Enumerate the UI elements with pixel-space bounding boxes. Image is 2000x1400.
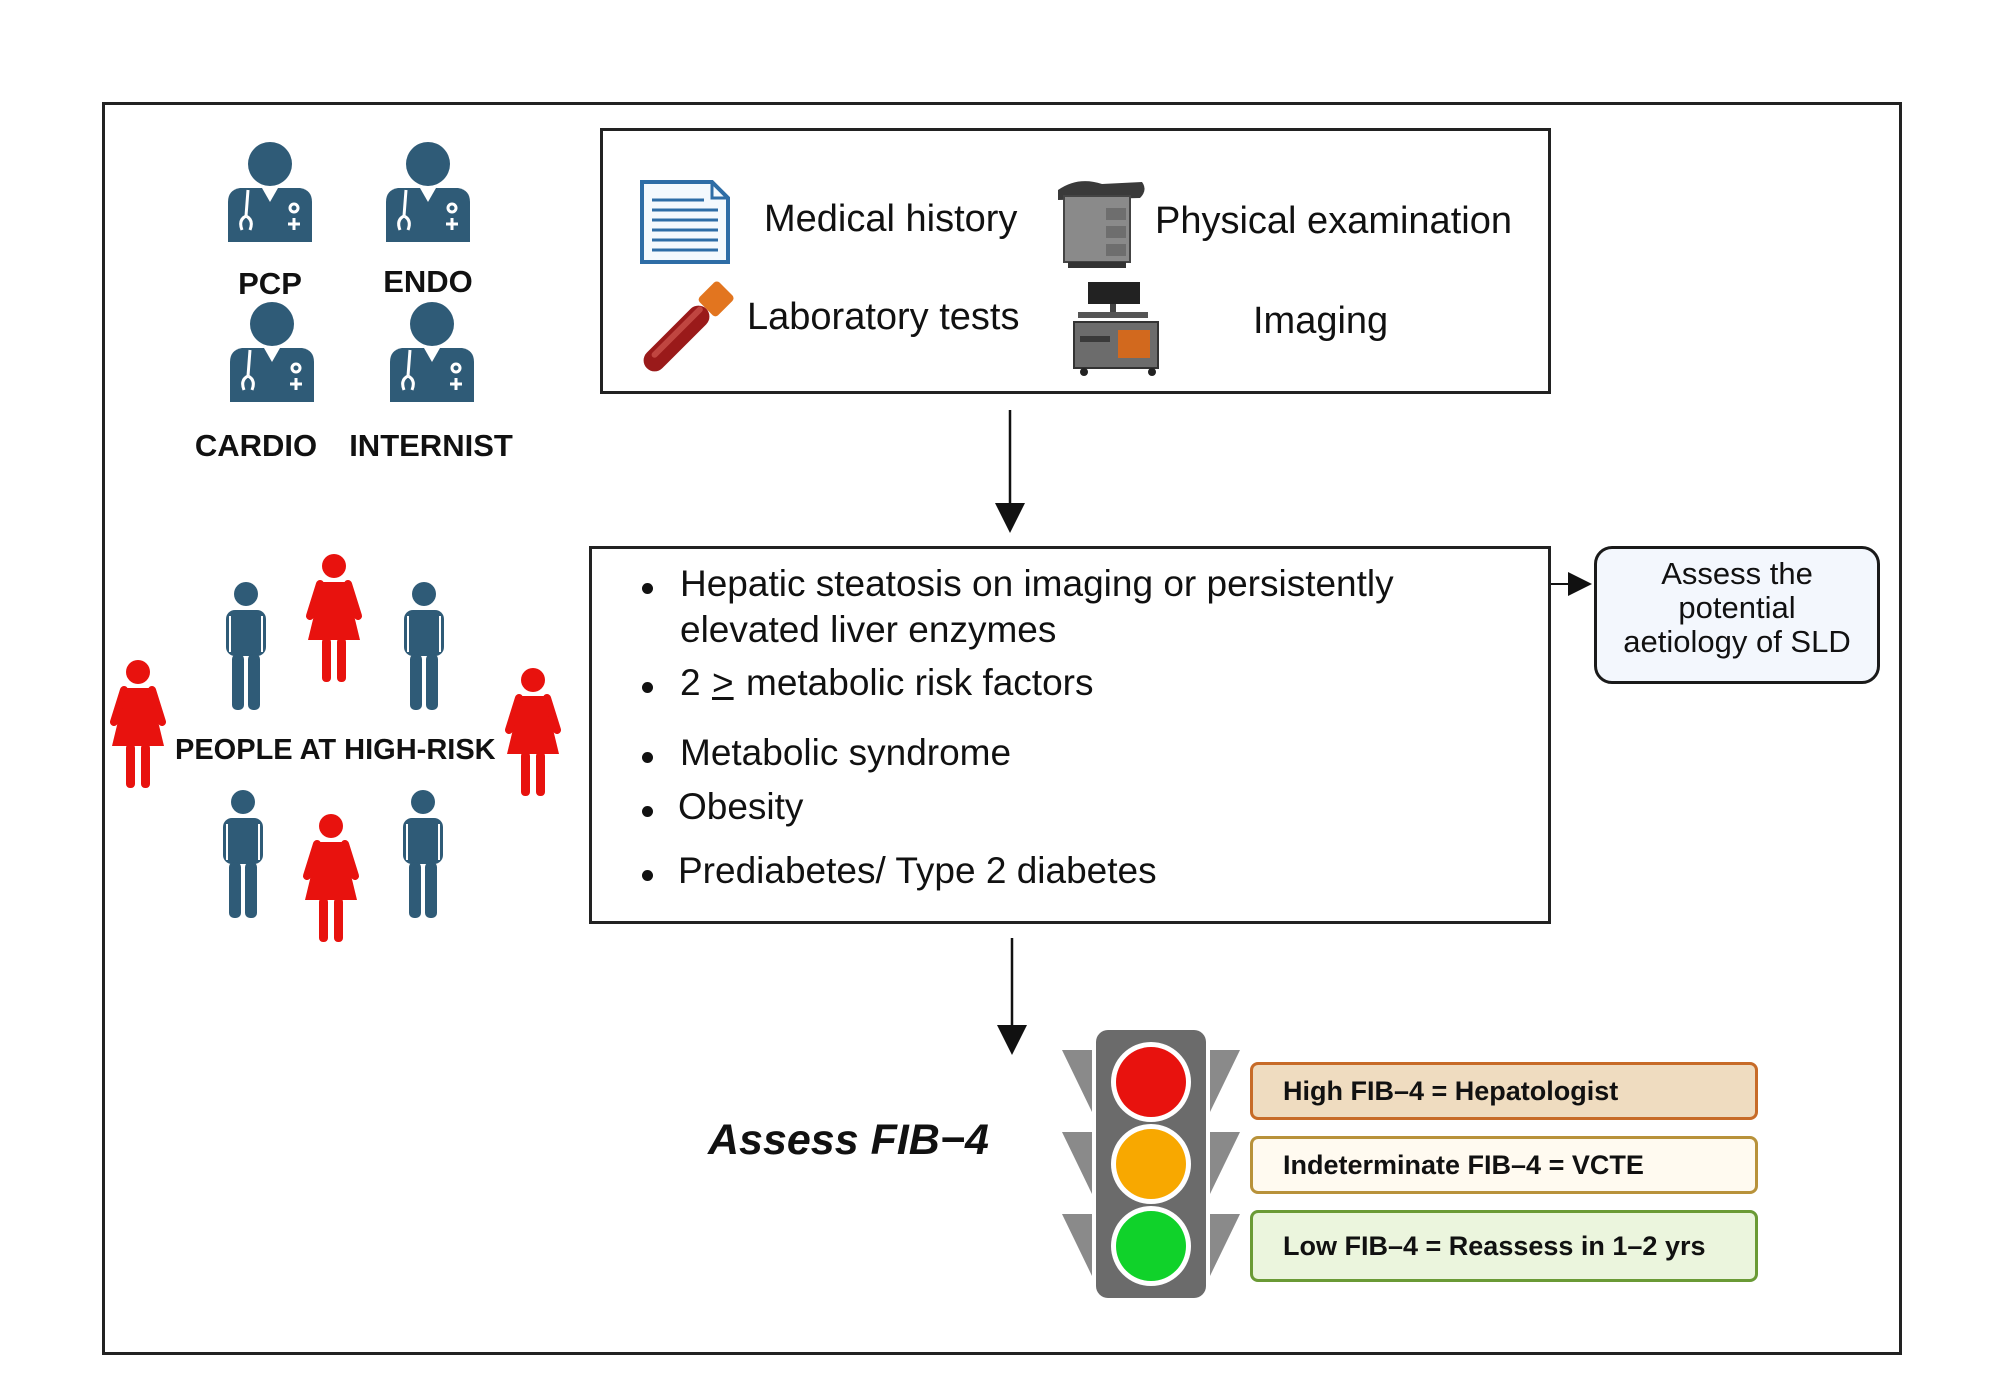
workup-medical-history: Medical history bbox=[764, 198, 1018, 240]
diagram-frame bbox=[102, 102, 1902, 1355]
aetiology-box: Assess the potential aetiology of SLD bbox=[1594, 546, 1880, 684]
blood-tube-icon bbox=[643, 281, 734, 372]
bullet-dot bbox=[642, 870, 653, 881]
fib4-indeterminate-label: Indeterminate FIB–4 = VCTE bbox=[1283, 1149, 1644, 1180]
green-light bbox=[1116, 1211, 1186, 1281]
imaging-machine-icon bbox=[1073, 282, 1159, 376]
fib4-indeterminate-box: Indeterminate FIB–4 = VCTE bbox=[1250, 1136, 1758, 1194]
bullet-dot bbox=[642, 682, 653, 693]
criteria-metabolic-syndrome: Metabolic syndrome bbox=[680, 732, 1012, 773]
workup-laboratory-tests: Laboratory tests bbox=[747, 296, 1020, 338]
criteria-box bbox=[589, 546, 1551, 924]
population-label: PEOPLE AT HIGH-RISK bbox=[175, 734, 496, 766]
document-icon bbox=[640, 180, 730, 264]
fib4-high-box: High FIB–4 = Hepatologist bbox=[1250, 1062, 1758, 1120]
clinician-label: PCP bbox=[238, 266, 302, 301]
fib4-low-label: Low FIB–4 = Reassess in 1–2 yrs bbox=[1283, 1230, 1706, 1261]
fib4-title: Assess FIB−4 bbox=[708, 1116, 989, 1164]
bullet-dot bbox=[642, 806, 653, 817]
bullet-dot bbox=[642, 583, 653, 594]
red-light bbox=[1116, 1047, 1186, 1117]
workup-imaging: Imaging bbox=[1253, 300, 1389, 342]
clinician-label: INTERNIST bbox=[349, 428, 513, 463]
fib4-high-label: High FIB–4 = Hepatologist bbox=[1283, 1075, 1619, 1106]
criteria-steatosis-cont: elevated liver enzymes bbox=[680, 609, 1057, 650]
aetiology-line: aetiology of SLD bbox=[1623, 624, 1851, 659]
criteria-diabetes: Prediabetes/ Type 2 diabetes bbox=[678, 850, 1157, 891]
criteria-risk-factors: metabolic risk factors bbox=[746, 662, 1094, 703]
criteria-steatosis: Hepatic steatosis on imaging or persiste… bbox=[680, 563, 1394, 604]
aetiology-line: potential bbox=[1678, 590, 1796, 625]
aetiology-line: Assess the bbox=[1661, 556, 1813, 591]
clinician-label: CARDIO bbox=[194, 428, 318, 463]
examination-table-icon bbox=[1058, 181, 1145, 268]
amber-light bbox=[1116, 1129, 1186, 1199]
bullet-dot bbox=[642, 752, 653, 763]
workup-physical-examination: Physical examination bbox=[1155, 200, 1512, 242]
criteria-risk-symbol: > bbox=[712, 662, 734, 703]
aetiology-text: Assess the potential aetiology of SLD bbox=[1597, 557, 1877, 659]
criteria-obesity: Obesity bbox=[678, 786, 804, 827]
fib4-low-box: Low FIB–4 = Reassess in 1–2 yrs bbox=[1250, 1210, 1758, 1282]
clinician-label: ENDO bbox=[383, 264, 473, 299]
criteria-risk-count: 2 bbox=[680, 662, 701, 703]
